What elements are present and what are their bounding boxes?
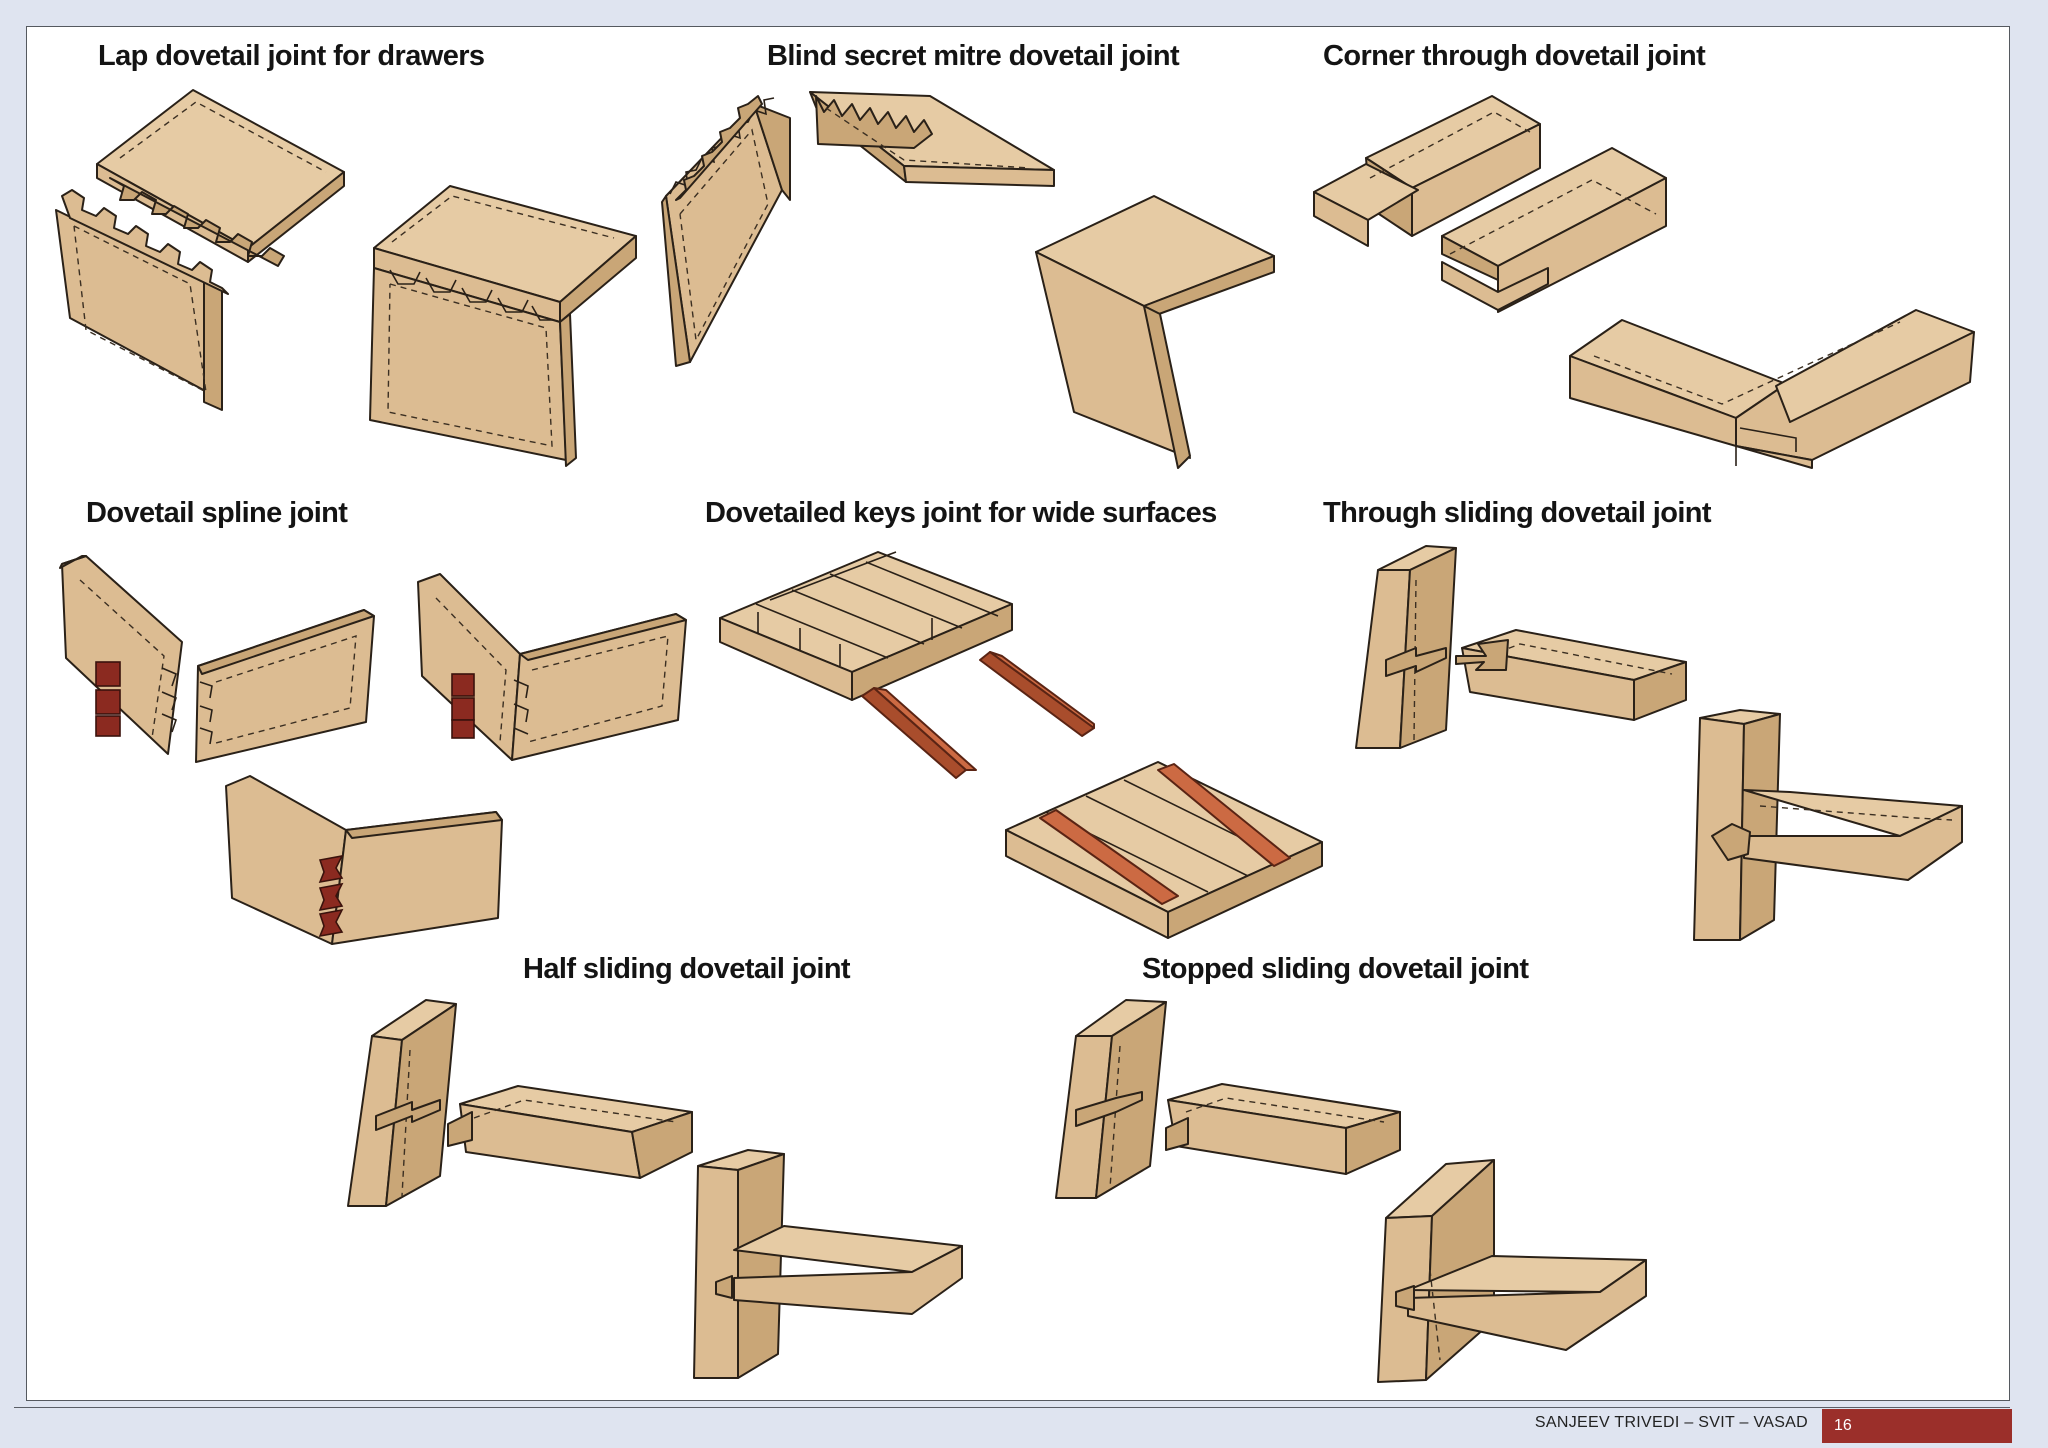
title-blind-mitre-dovetail: Blind secret mitre dovetail joint [767,40,1180,72]
title-lap-dovetail: Lap dovetail joint for drawers [98,40,485,72]
dovetail-spline-illustration [59,555,687,945]
half-sliding-illustration [347,999,963,1379]
title-dovetailed-keys: Dovetailed keys joint for wide surfaces [705,497,1217,529]
page-number: 16 [1822,1409,2012,1443]
title-half-sliding-dovetail: Half sliding dovetail joint [523,953,851,985]
footer-rule [14,1407,2010,1408]
title-stopped-sliding-dovetail: Stopped sliding dovetail joint [1142,953,1529,985]
through-sliding-illustration [1355,545,1963,941]
dovetailed-keys-illustration [719,551,1323,939]
corner-through-illustration [1313,95,1975,469]
lap-dovetail-illustration [55,89,637,467]
footer-author: SANJEEV TRIVEDI – SVIT – VASAD [1534,1414,1808,1431]
title-dovetail-spline: Dovetail spline joint [86,497,348,529]
title-through-sliding-dovetail: Through sliding dovetail joint [1323,497,1712,529]
title-corner-through-dovetail: Corner through dovetail joint [1323,40,1706,72]
blind-mitre-illustration [661,91,1275,469]
stopped-sliding-illustration [1055,999,1647,1383]
